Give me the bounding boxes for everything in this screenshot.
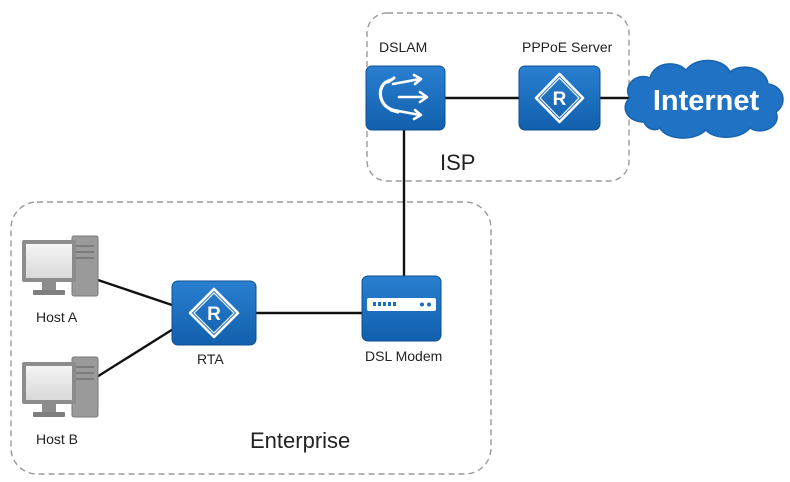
dslam-label: DSLAM [379, 39, 427, 55]
svg-text:R: R [553, 89, 567, 110]
dsl-modem-label: DSL Modem [365, 348, 442, 364]
isp-zone-label: ISP [440, 150, 475, 175]
rta-label: RTA [197, 351, 224, 367]
enterprise-zone [10, 201, 492, 475]
links [91, 96, 630, 382]
dslam-icon[interactable] [365, 65, 446, 131]
pppoe-server-router-icon[interactable]: R [518, 65, 601, 131]
internet-cloud-icon[interactable]: Internet [624, 59, 784, 139]
isp-zone [366, 12, 630, 182]
link-hostb-rta [91, 324, 179, 382]
enterprise-zone-label: Enterprise [250, 428, 350, 453]
svg-text:R: R [207, 304, 221, 325]
rta-router-icon[interactable]: R [171, 280, 257, 346]
host-b-label: Host B [36, 431, 78, 447]
host-a-label: Host A [36, 309, 78, 325]
link-hosta-rta [91, 276, 173, 307]
host-b-computer-icon[interactable] [22, 356, 99, 418]
dsl-modem-icon[interactable] [361, 275, 442, 342]
internet-label: Internet [653, 85, 760, 117]
host-a-computer-icon[interactable] [22, 235, 99, 297]
pppoe-server-label: PPPoE Server [522, 39, 613, 55]
